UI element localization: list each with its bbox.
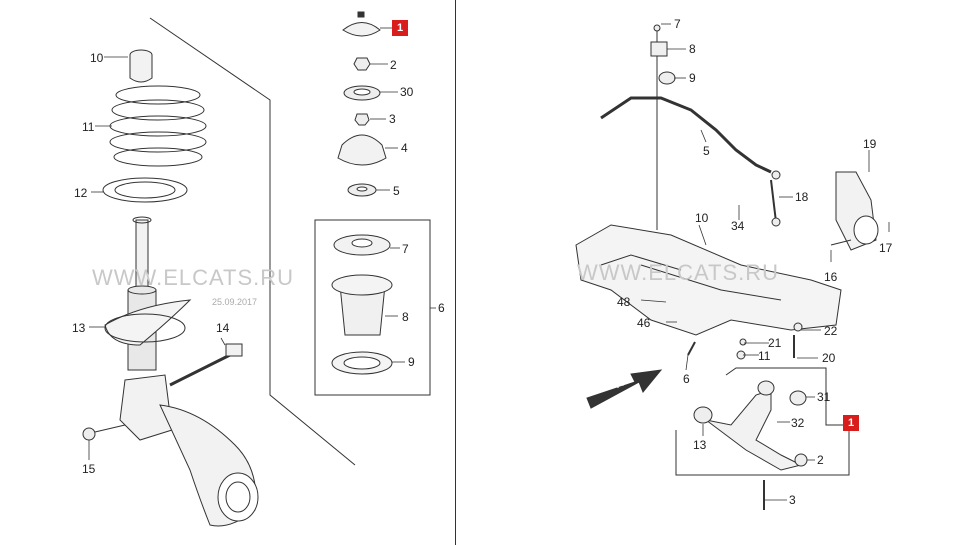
highlight-callout-1[interactable]: 1 xyxy=(392,20,408,36)
callout-13[interactable]: 13 xyxy=(693,438,707,452)
callout-19[interactable]: 19 xyxy=(863,137,877,151)
watermark: WWW.ELCATS.RU xyxy=(92,265,295,290)
callout-20[interactable]: 20 xyxy=(822,351,836,365)
callout-8[interactable]: 8 xyxy=(402,310,409,324)
callout-8[interactable]: 8 xyxy=(689,42,696,56)
callout-3[interactable]: 3 xyxy=(789,493,796,507)
callout-22[interactable]: 22 xyxy=(824,324,838,338)
callout-32[interactable]: 32 xyxy=(791,416,805,430)
callout-5[interactable]: 5 xyxy=(703,144,710,158)
callout-46[interactable]: 46 xyxy=(637,316,651,330)
callout-2[interactable]: 2 xyxy=(390,58,397,72)
callout-17[interactable]: 17 xyxy=(879,241,893,255)
callout-18[interactable]: 18 xyxy=(795,190,809,204)
callout-31[interactable]: 31 xyxy=(817,390,831,404)
left-diagram-panel: WWW.ELCATS.RU 25.09.2017 10 11 12 13 14 … xyxy=(0,0,455,545)
callout-9[interactable]: 9 xyxy=(408,355,415,369)
highlight-callout-1[interactable]: 1 xyxy=(843,415,859,431)
callout-12[interactable]: 12 xyxy=(74,186,88,200)
callout-11[interactable]: 11 xyxy=(758,349,771,363)
callout-3[interactable]: 3 xyxy=(389,112,396,126)
front-subframe-diagram xyxy=(575,23,890,510)
callout-9[interactable]: 9 xyxy=(689,71,696,85)
callout-34[interactable]: 34 xyxy=(731,219,745,233)
panel-divider xyxy=(455,0,456,545)
callout-2[interactable]: 2 xyxy=(817,453,824,467)
callout-10[interactable]: 10 xyxy=(90,51,104,65)
watermark: WWW.ELCATS.RU xyxy=(577,260,780,285)
callout-30[interactable]: 30 xyxy=(400,85,414,99)
callout-7[interactable]: 7 xyxy=(674,17,681,31)
callout-6[interactable]: 6 xyxy=(683,372,690,386)
diagram-date: 25.09.2017 xyxy=(212,297,258,307)
callout-21[interactable]: 21 xyxy=(768,336,782,350)
right-diagram-panel: WWW.ELCATS.RU 7 8 9 5 19 18 34 10 17 16 … xyxy=(481,0,960,545)
callout-7[interactable]: 7 xyxy=(402,242,409,256)
callout-14[interactable]: 14 xyxy=(216,321,230,335)
front-strut-exploded-diagram xyxy=(82,11,436,527)
callout-5[interactable]: 5 xyxy=(393,184,400,198)
callout-16[interactable]: 16 xyxy=(824,270,838,284)
callout-6[interactable]: 6 xyxy=(438,301,445,315)
callout-11[interactable]: 11 xyxy=(82,120,95,134)
callout-13[interactable]: 13 xyxy=(72,321,86,335)
callout-10[interactable]: 10 xyxy=(695,211,709,225)
callout-15[interactable]: 15 xyxy=(82,462,96,476)
callout-4[interactable]: 4 xyxy=(401,141,408,155)
callout-48[interactable]: 48 xyxy=(617,295,631,309)
